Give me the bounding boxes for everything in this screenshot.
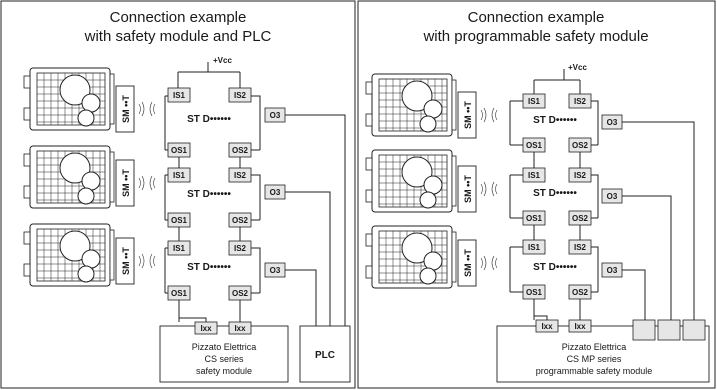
device-label: ST D••••••	[187, 262, 231, 273]
sensor-label: SM ••T	[463, 101, 473, 129]
module-series: CS series	[204, 354, 244, 364]
is2-label: IS2	[574, 97, 587, 106]
module-type: safety module	[196, 366, 252, 376]
device-label: ST D••••••	[533, 115, 577, 126]
sensor-label: SM ••T	[121, 169, 131, 197]
os2-label: OS2	[572, 141, 589, 150]
right-diagram: +Vcc SM ••T IS1 IS2 ST D•••••• OS1 OS2 O…	[365, 63, 710, 383]
is1-label: IS1	[528, 243, 541, 252]
output-terminal	[632, 319, 656, 341]
os1-label: OS1	[171, 146, 188, 155]
os2-label: OS2	[232, 289, 249, 298]
os1-label: OS1	[526, 141, 543, 150]
o3-label: O3	[607, 192, 618, 201]
o3-label: O3	[607, 118, 618, 127]
right-unit-2: SM ••T IS1 IS2 ST D•••••• OS1 OS2 O3	[365, 149, 623, 226]
vcc-label: +Vcc	[213, 56, 232, 65]
left-safety-module	[159, 325, 289, 383]
module-series: CS MP series	[567, 354, 622, 364]
left-unit-3: SM ••T IS1 IS2 ST D•••••• OS1 OS2 O3	[23, 223, 286, 301]
sensor-label: SM ••T	[121, 95, 131, 123]
is1-label: IS1	[528, 97, 541, 106]
os1-label: OS1	[526, 288, 543, 297]
right-title-line1: Connection example	[468, 9, 605, 26]
o3-label: O3	[270, 111, 281, 120]
left-unit-2: SM ••T IS1 IS2 ST D•••••• OS1 OS2 O3	[23, 145, 286, 228]
is2-label: IS2	[234, 171, 247, 180]
sensor-label: SM ••T	[463, 249, 473, 277]
o3-label: O3	[607, 266, 618, 275]
is1-label: IS1	[173, 244, 186, 253]
plc-label: PLC	[315, 350, 335, 361]
o3-label: O3	[270, 188, 281, 197]
right-unit-1: SM ••T IS1 IS2 ST D•••••• OS1 OS2 O3	[365, 73, 623, 153]
left-title-line2: with safety module and PLC	[84, 28, 272, 45]
left-title-line1: Connection example	[110, 9, 247, 26]
device-label: ST D••••••	[187, 114, 231, 125]
ixx-label: Ixx	[574, 322, 586, 331]
module-maker: Pizzato Elettrica	[192, 342, 257, 352]
plc-box	[299, 325, 351, 383]
left-unit-1: SM ••T IS1 IS2 ST D•••••• OS1 OS2 O3	[23, 67, 286, 158]
ixx-label: Ixx	[541, 322, 553, 331]
device-label: ST D••••••	[187, 189, 231, 200]
os2-label: OS2	[572, 214, 589, 223]
sensor-label: SM ••T	[121, 247, 131, 275]
os1-label: OS1	[171, 289, 188, 298]
module-type: programmable safety module	[536, 366, 653, 376]
device-label: ST D••••••	[533, 262, 577, 273]
output-terminal	[657, 319, 681, 341]
ixx-label: Ixx	[234, 324, 246, 333]
os2-label: OS2	[232, 146, 249, 155]
right-title-line2: with programmable safety module	[422, 28, 648, 45]
os1-label: OS1	[526, 214, 543, 223]
is2-label: IS2	[574, 243, 587, 252]
is1-label: IS1	[173, 91, 186, 100]
output-terminal	[682, 319, 706, 341]
device-label: ST D••••••	[533, 188, 577, 199]
os1-label: OS1	[171, 216, 188, 225]
is2-label: IS2	[234, 91, 247, 100]
o3-label: O3	[270, 266, 281, 275]
is2-label: IS2	[574, 171, 587, 180]
ixx-label: Ixx	[200, 324, 212, 333]
sensor-label: SM ••T	[463, 175, 473, 203]
right-unit-3: SM ••T IS1 IS2 ST D•••••• OS1 OS2 O3	[365, 225, 623, 300]
left-diagram: +Vcc SM ••T IS1 IS2 ST D•••••• OS1 OS2 O…	[23, 56, 351, 383]
is1-label: IS1	[528, 171, 541, 180]
vcc-label: +Vcc	[568, 63, 587, 72]
os2-label: OS2	[232, 216, 249, 225]
os2-label: OS2	[572, 288, 589, 297]
is1-label: IS1	[173, 171, 186, 180]
module-maker: Pizzato Elettrica	[562, 342, 627, 352]
is2-label: IS2	[234, 244, 247, 253]
